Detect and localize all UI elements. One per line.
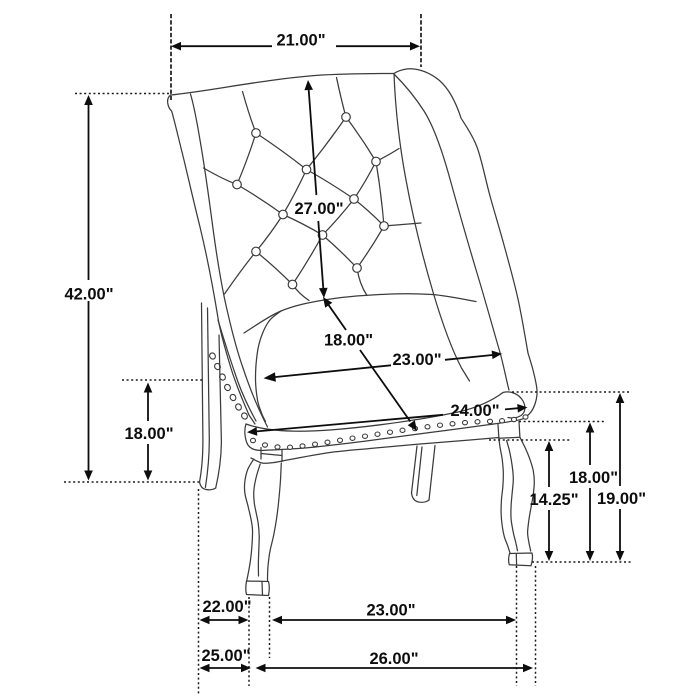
svg-text:27.00": 27.00"	[294, 200, 343, 218]
svg-text:25.00": 25.00"	[201, 647, 250, 665]
svg-text:24.00": 24.00"	[450, 402, 499, 420]
svg-text:14.25": 14.25"	[529, 491, 578, 509]
svg-text:22.00": 22.00"	[202, 598, 251, 616]
svg-text:18.00": 18.00"	[569, 469, 618, 487]
svg-text:42.00": 42.00"	[64, 286, 113, 304]
svg-text:18.00": 18.00"	[124, 425, 173, 443]
svg-text:18.00": 18.00"	[324, 332, 373, 350]
svg-text:26.00": 26.00"	[369, 650, 418, 668]
svg-text:21.00": 21.00"	[276, 32, 325, 50]
svg-text:23.00": 23.00"	[366, 602, 415, 620]
svg-text:19.00": 19.00"	[597, 490, 646, 508]
svg-text:23.00": 23.00"	[392, 351, 441, 369]
